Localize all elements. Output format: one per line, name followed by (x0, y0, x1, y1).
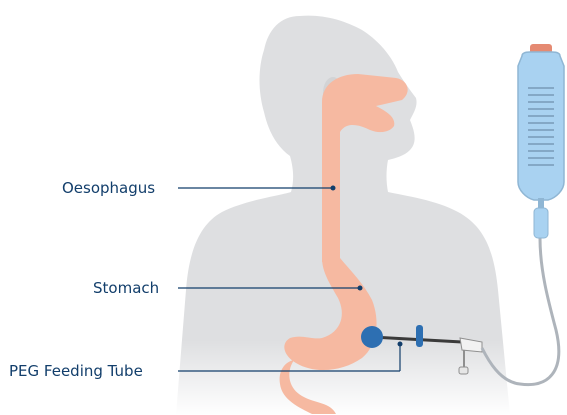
internal-bumper (361, 326, 383, 348)
stomach-label: Stomach (93, 279, 159, 297)
peg-leader-dot (398, 342, 403, 347)
feeding-bag (518, 44, 564, 238)
oesophagus-leader-dot (331, 186, 336, 191)
external-bolster (416, 325, 423, 347)
peg-feeding-tube-label: PEG Feeding Tube (9, 362, 143, 380)
stomach-leader-dot (358, 286, 363, 291)
oesophagus-tube (322, 146, 340, 262)
oesophagus-label: Oesophagus (62, 179, 155, 197)
